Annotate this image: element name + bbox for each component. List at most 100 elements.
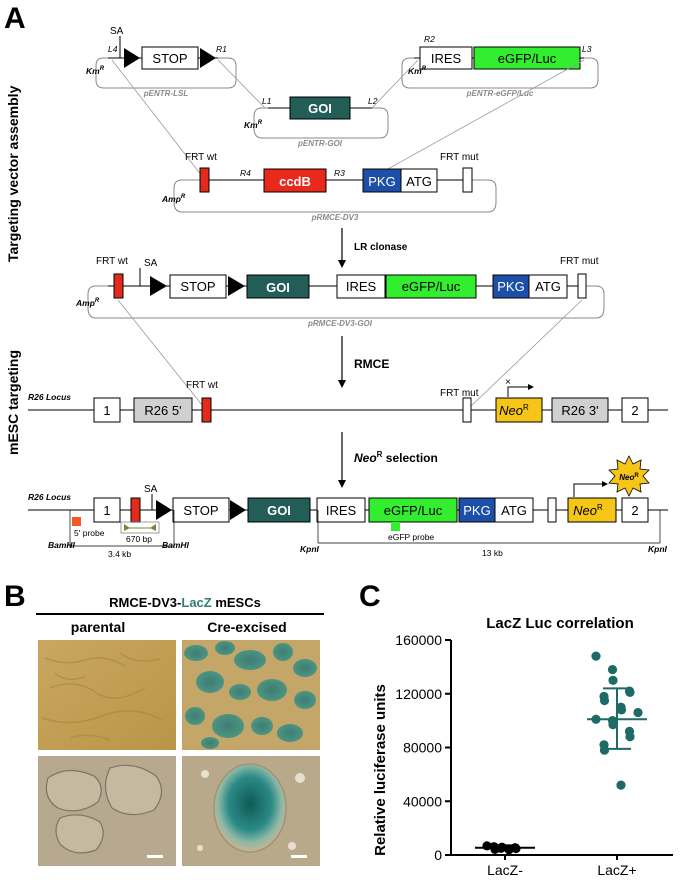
neo-box	[495, 397, 543, 423]
stop-box	[169, 274, 227, 299]
chart-title: LacZ Luc correlation	[486, 615, 634, 632]
y-tick-label: 120000	[395, 686, 442, 702]
pcr-size-label: 670 bp	[126, 534, 152, 544]
atg-label: ATG	[501, 503, 527, 518]
att-r3: R3	[334, 168, 345, 178]
plasmid-pentr-egfp: IRES eGFP/Luc R2 L3 KmR pENTR-eGFP/Luc	[401, 34, 599, 98]
goi-label: GOI	[267, 503, 291, 518]
data-point	[625, 732, 635, 742]
stop-label: STOP	[152, 51, 187, 66]
loxp-triangle	[228, 276, 245, 296]
egfp-probe-marker	[391, 522, 400, 531]
burst-label: NeoR	[619, 473, 639, 482]
micrograph-parental-low	[38, 640, 176, 750]
r26-5-label: R26 5'	[144, 403, 181, 418]
rmce-guides	[117, 299, 583, 411]
loxp-triangle	[230, 500, 246, 520]
plasmid-name: pRMCE-DV3-GOI	[307, 319, 373, 328]
r26-5-arm	[133, 397, 193, 423]
loxp-triangle	[156, 500, 172, 520]
plasmid-pentr-goi: GOI L1 L2 KmR pENTR-GOI	[244, 96, 389, 148]
exon-1	[93, 497, 121, 523]
pkg-label: PKG	[463, 503, 490, 518]
exon-2-label: 2	[631, 503, 638, 518]
y-tick-label: 80000	[403, 740, 442, 756]
ires-label: IRES	[326, 503, 357, 518]
km-resistance: KmR	[86, 66, 105, 76]
fragment-size-1: 3.4 kb	[108, 549, 131, 559]
pkg-label: PKG	[368, 174, 395, 189]
step-lr-clonase: LR clonase	[354, 242, 408, 253]
frt-wt-marker	[199, 167, 210, 193]
kpni-site-2: KpnI	[648, 544, 668, 554]
frt-wt-label: FRT wt	[185, 152, 217, 163]
stop-box	[172, 497, 230, 523]
goi-box	[247, 497, 311, 523]
plasmid-name: pENTR-eGFP/Luc	[466, 89, 534, 98]
ires-box	[316, 497, 366, 523]
blocked-promoter-x: ×	[505, 377, 511, 388]
exon-1-label: 1	[103, 403, 110, 418]
frt-mut-marker	[547, 497, 557, 523]
amp-resistance: AmpR	[161, 194, 186, 204]
plasmid-name: pENTR-GOI	[297, 139, 343, 148]
egfp-label: eGFP/Luc	[498, 51, 557, 66]
y-tick-label: 0	[434, 847, 442, 863]
att-r1: R1	[216, 44, 227, 54]
goi-label: GOI	[266, 280, 290, 295]
loxp-triangle	[124, 48, 140, 68]
frt-mut-marker	[462, 397, 472, 423]
att-r2: R2	[424, 34, 435, 44]
micrograph-parental-high	[38, 756, 176, 866]
data-point	[591, 651, 601, 661]
panel-c-chart: C LacZ Luc correlation Relative lucifera…	[359, 580, 673, 878]
pkg-box	[458, 497, 496, 523]
panel-a-diagram: A Targeting vector assembly mESC targeti…	[4, 2, 668, 559]
scale-bar	[291, 855, 307, 858]
sa-label: SA	[110, 26, 124, 37]
km-resistance: KmR	[408, 66, 427, 76]
egfp-box	[385, 274, 477, 299]
frt-mut-label: FRT mut	[560, 256, 599, 267]
att-l2: L2	[368, 96, 378, 106]
amp-resistance: AmpR	[75, 298, 100, 308]
egfp-label: eGFP/Luc	[402, 279, 461, 294]
data-point	[616, 705, 627, 715]
side-label-mesc: mESC targeting	[5, 350, 21, 455]
step-neo-selection: NeoR selection	[354, 450, 438, 465]
loxp-triangle	[200, 48, 216, 68]
data-point	[599, 695, 610, 706]
neo-expression-burst	[608, 455, 650, 497]
r26-3-label: R26 3'	[561, 403, 598, 418]
y-tick-label: 40000	[403, 793, 442, 809]
side-label-targeting: Targeting vector assembly	[5, 85, 21, 262]
micrograph-cre-low	[182, 640, 320, 750]
atg-label: ATG	[406, 174, 432, 189]
exon-2-label: 2	[631, 403, 638, 418]
frt-wt-marker	[130, 497, 141, 523]
ccdb-box	[263, 168, 327, 193]
exon-1-label: 1	[103, 503, 110, 518]
r26-locus-targeted: R26 Locus 1 SA STOP GOI IRES eGFP/Luc PK…	[28, 455, 668, 559]
goi-box	[246, 274, 310, 299]
step-rmce: RMCE	[354, 357, 389, 371]
scale-bar	[147, 855, 163, 858]
exon-2	[621, 497, 649, 523]
col-label-cre: Cre-excised	[207, 619, 286, 635]
egfp-box	[473, 46, 581, 70]
micrograph-cre-high	[182, 756, 320, 866]
att-r4: R4	[240, 168, 251, 178]
egfp-box	[368, 497, 458, 523]
loxp-triangle	[150, 276, 167, 296]
panel-a-letter: A	[4, 2, 26, 35]
bamhi-site-1: BamHI	[48, 540, 76, 550]
ires-label: IRES	[431, 51, 462, 66]
bamhi-site-2: BamHI	[162, 540, 190, 550]
probe-5-marker	[72, 517, 81, 526]
atg-label: ATG	[535, 279, 561, 294]
r26-locus-before: R26 Locus 1 R26 5' FRT wt FRT mut × NeoR…	[28, 377, 668, 423]
plasmid-name: pENTR-LSL	[143, 89, 189, 98]
r26-3-arm	[551, 397, 609, 423]
atg-box	[400, 168, 438, 193]
exon-2	[621, 397, 649, 423]
